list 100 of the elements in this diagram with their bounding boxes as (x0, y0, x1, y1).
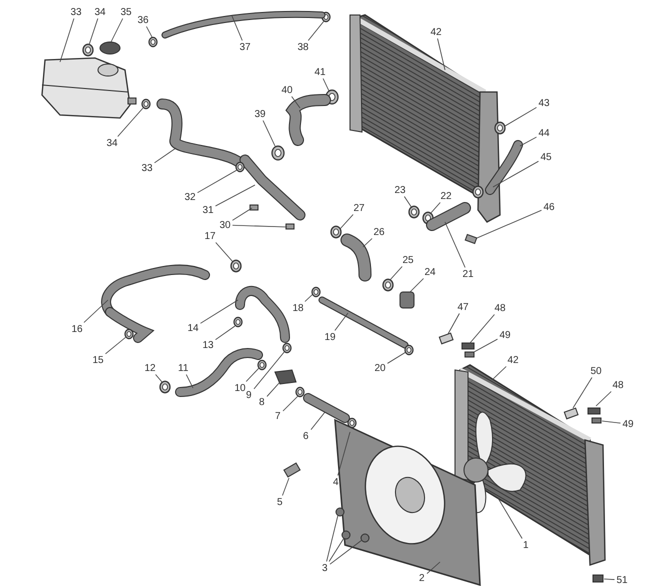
callout-number: 27 (352, 202, 366, 214)
leader-line (492, 366, 507, 380)
callout-number: 14 (186, 322, 200, 334)
callout-number: 25 (402, 254, 415, 266)
leader-line (404, 196, 412, 208)
callout-number: 49 (622, 418, 635, 430)
leader-line (390, 266, 403, 280)
leader-line (200, 300, 238, 324)
leader-line (146, 26, 152, 38)
leader-line (504, 107, 537, 126)
callout-number: 5 (276, 496, 284, 508)
leader-line (328, 538, 344, 562)
leader-line (88, 18, 98, 46)
callout-number: 21 (462, 268, 475, 280)
callout-number: 32 (184, 192, 197, 202)
callout-number: 45 (540, 152, 553, 162)
callout-number: 42 (506, 354, 520, 366)
callout-number: 4 (332, 476, 340, 488)
callout-number: 40 (280, 84, 294, 96)
leader-line (410, 278, 424, 292)
leader-line (492, 160, 539, 188)
callout-number: 20 (374, 362, 387, 374)
leader-line (310, 412, 326, 430)
leader-line (266, 382, 280, 397)
callout-number: 11 (177, 362, 190, 374)
callout-number: 38 (296, 42, 310, 52)
leader-line (291, 96, 300, 108)
leader-line (262, 120, 276, 146)
leader-line (215, 184, 256, 206)
leader-line (197, 170, 238, 194)
callout-number: 42 (430, 26, 443, 38)
callout-number: 23 (394, 184, 407, 196)
callout-number: 43 (538, 98, 551, 108)
leader-line (282, 478, 290, 496)
callout-number: 12 (144, 362, 157, 374)
leader-line (596, 391, 612, 406)
leader-line (105, 336, 126, 354)
leader-line (520, 136, 537, 146)
callout-number: 50 (590, 366, 603, 376)
callout-number: 47 (456, 302, 470, 312)
leader-line (215, 326, 236, 340)
leader-line (498, 498, 523, 539)
callout-number: 36 (136, 14, 150, 26)
callout-number: 48 (494, 302, 507, 314)
callout-number: 17 (204, 230, 217, 242)
leader-line (602, 420, 621, 424)
callout-number: 1 (522, 540, 530, 550)
leader-line (334, 312, 348, 331)
leader-line (387, 352, 406, 364)
callout-number: 16 (70, 324, 84, 334)
leader-line (362, 238, 372, 248)
leader-line (572, 377, 592, 408)
callout-number: 49 (498, 330, 512, 340)
callout-number: 8 (258, 396, 266, 408)
callout-number: 33 (140, 162, 154, 174)
callout-number: 30 (218, 220, 232, 230)
callout-number: 35 (120, 6, 133, 18)
leader-line (330, 540, 362, 565)
leader-line (232, 224, 288, 228)
callout-number: 22 (440, 190, 453, 202)
leader-line (337, 432, 350, 476)
leader-line (470, 314, 495, 344)
callout-number: 18 (292, 302, 305, 314)
callout-number: 6 (302, 430, 310, 442)
leader-line (282, 396, 298, 412)
leader-line (604, 578, 615, 580)
leader-line (110, 18, 124, 42)
callout-number: 7 (274, 410, 282, 422)
leader-line (448, 313, 460, 334)
leader-line (246, 368, 260, 382)
leader-line (340, 214, 354, 230)
callout-number: 33 (70, 6, 83, 18)
callout-number: 15 (92, 354, 105, 366)
leader-line (476, 210, 542, 238)
callout-number: 51 (616, 574, 629, 586)
callout-number: 31 (202, 204, 215, 216)
leader-line (304, 294, 314, 302)
leader-line (154, 148, 176, 164)
leader-line (155, 374, 162, 382)
callout-number: 10 (234, 382, 247, 394)
callout-number: 3 (321, 562, 329, 574)
leader-line (444, 222, 466, 268)
callout-number: 9 (245, 390, 253, 400)
callout-number: 46 (542, 202, 556, 212)
leader-line (308, 20, 324, 41)
callout-number: 39 (254, 108, 267, 120)
leader-line (326, 514, 338, 562)
callout-number: 41 (314, 66, 327, 78)
leader-line (232, 208, 252, 221)
leader-line (232, 16, 243, 41)
leader-line (474, 338, 498, 352)
leader-line (426, 562, 440, 574)
callout-number: 19 (324, 332, 337, 342)
callout-number: 13 (202, 340, 215, 350)
leader-line (60, 18, 74, 62)
callout-number: 24 (424, 266, 437, 278)
callout-number: 44 (538, 128, 551, 138)
callout-number: 34 (106, 138, 119, 148)
leader-line (117, 108, 144, 137)
callout-number: 2 (418, 572, 426, 584)
